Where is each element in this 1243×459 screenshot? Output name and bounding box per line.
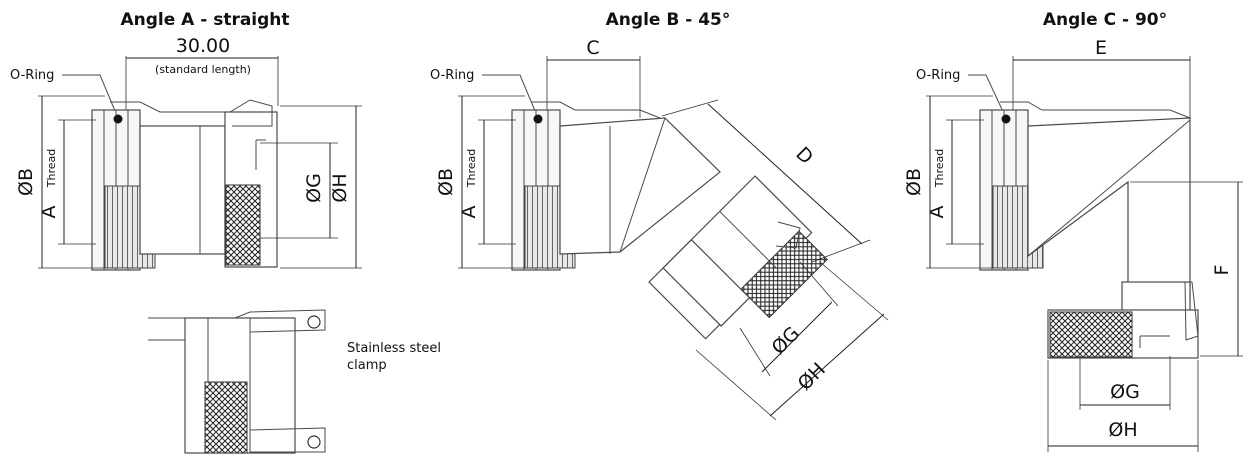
knurled-ring-90	[1049, 311, 1133, 358]
view-straight-title: Angle A - straight	[120, 10, 289, 30]
clamp-label-line1: Stainless steel	[347, 341, 441, 356]
dia-h-line-45	[769, 313, 885, 417]
backshell-45	[648, 175, 828, 340]
body-90	[1027, 117, 1191, 301]
body-45	[559, 117, 721, 255]
body-straight	[139, 125, 226, 255]
thread-word-straight: Thread	[45, 149, 58, 188]
dia-g-line-45	[761, 301, 833, 373]
dia-h-label-straight: ØH	[329, 173, 351, 202]
clamp-detail-strap-bottom	[249, 427, 326, 453]
dim-f-label: F	[1211, 265, 1233, 276]
oring-straight	[113, 114, 123, 124]
dim-d-label: D	[791, 143, 817, 169]
length-value: 30.00	[176, 35, 230, 57]
clamp-screw-top	[307, 315, 321, 329]
knurled-ring-straight	[225, 184, 261, 266]
thread-a-label-90: A	[926, 206, 948, 219]
oring-leader-90	[968, 74, 1007, 119]
clamp-screw-bottom	[307, 435, 321, 449]
clamp-straight	[110, 99, 273, 127]
dim-e-label: E	[1095, 37, 1107, 59]
length-note: (standard length)	[155, 63, 251, 76]
thread-a-label-45: A	[458, 206, 480, 219]
oring-label-45: O-Ring	[430, 68, 474, 83]
dim-d-line	[707, 103, 863, 245]
view-straight: Angle A - straight 30.00 (standard lengt…	[10, 10, 362, 271]
view-45-title: Angle B - 45°	[606, 10, 731, 30]
thread-word-45: Thread	[465, 149, 478, 188]
dia-b-label-90: ØB	[903, 168, 925, 196]
oring-label-straight: O-Ring	[10, 68, 54, 83]
oring-leader-45	[482, 74, 539, 119]
oring-label-90: O-Ring	[916, 68, 960, 83]
thread-word-90: Thread	[933, 149, 946, 188]
view-90-title: Angle C - 90°	[1043, 10, 1167, 30]
oring-leader-straight	[62, 74, 119, 119]
clamp-detail: Stainless steel clamp	[148, 309, 441, 454]
thread-a-label-straight: A	[38, 206, 60, 219]
view-90: Angle C - 90° E O-Ring ØB	[903, 10, 1243, 452]
dia-b-label-45: ØB	[435, 168, 457, 196]
clamp-detail-strap-top	[200, 309, 326, 333]
dim-c-label: C	[586, 37, 599, 59]
dia-g-label-45: ØG	[767, 322, 804, 359]
clamp-45	[775, 221, 801, 249]
clamp-label-line2: clamp	[347, 358, 387, 373]
oring-90	[1001, 114, 1011, 124]
view-45: Angle B - 45° C O-Ring ØB	[430, 10, 889, 421]
clamp-detail-knurl	[204, 381, 248, 454]
dia-h-label-90: ØH	[1108, 419, 1137, 441]
oring-45	[533, 114, 543, 124]
dia-b-label-straight: ØB	[15, 168, 37, 196]
clamp-90	[1184, 281, 1199, 341]
dia-g-label-90: ØG	[1110, 381, 1140, 403]
dia-g-label-straight: ØG	[303, 173, 325, 203]
